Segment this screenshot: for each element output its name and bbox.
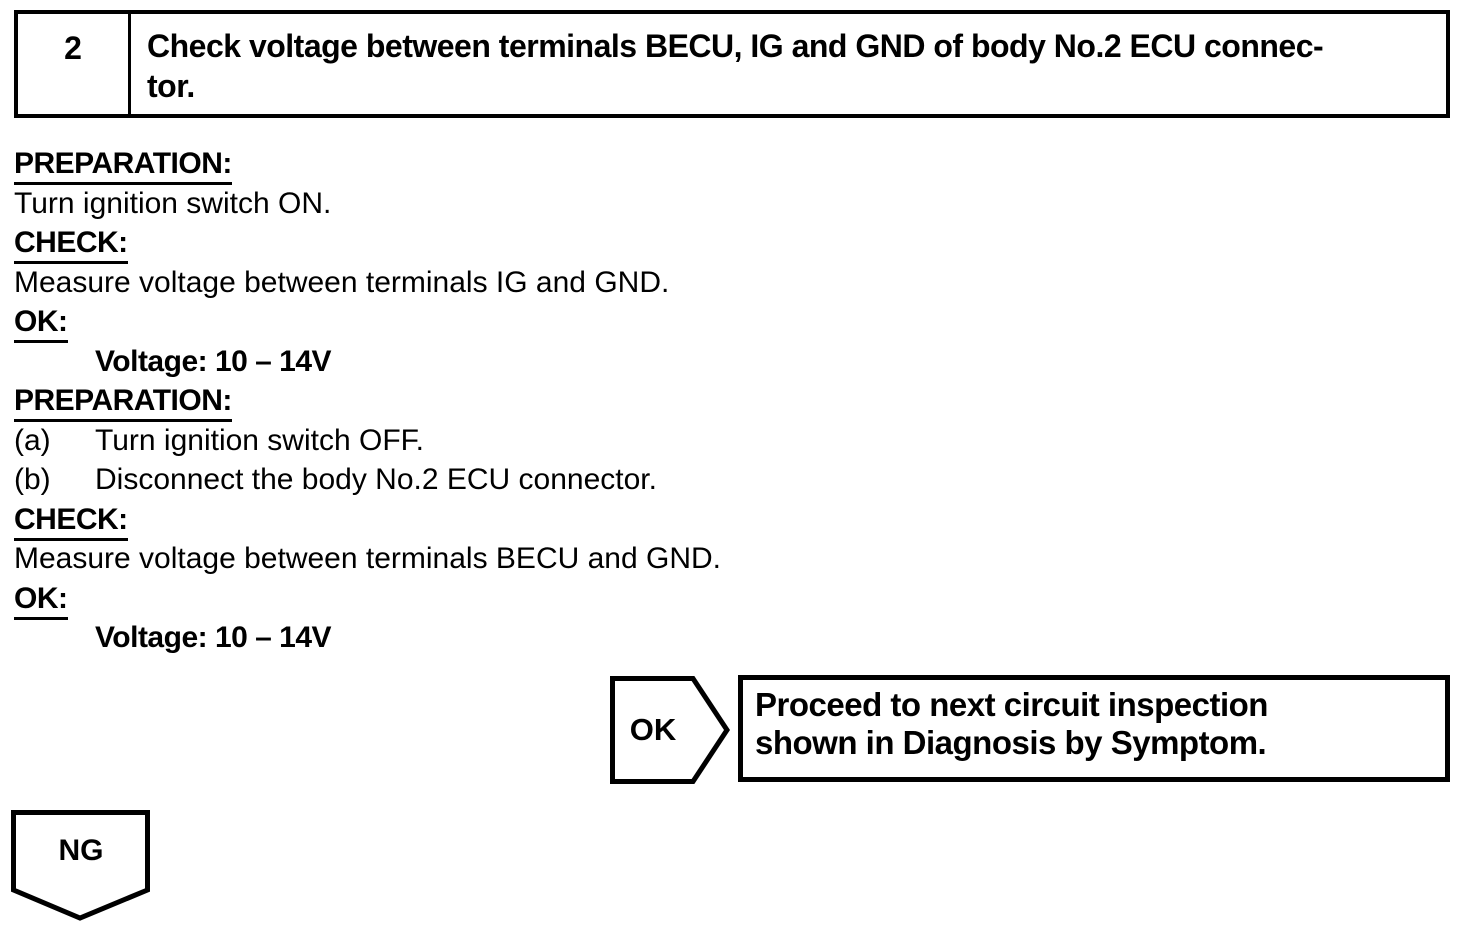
ok-connector: OK xyxy=(610,676,730,784)
step-number: 2 xyxy=(18,14,131,114)
ok-pentagon-right-icon xyxy=(610,676,730,784)
ng-pentagon-down-icon xyxy=(11,810,150,921)
procedure-heading-label: CHECK: xyxy=(14,225,128,264)
ng-connector: NG xyxy=(11,810,151,922)
procedure-heading: OK: xyxy=(14,304,1194,344)
procedure-heading-label: OK: xyxy=(14,581,68,620)
procedure-heading-label: OK: xyxy=(14,304,68,343)
ok-result-box: Proceed to next circuit inspection shown… xyxy=(738,675,1450,782)
procedure-text: Turn ignition switch ON. xyxy=(14,186,332,220)
step-marker: (a) xyxy=(14,423,51,457)
procedure-text: Measure voltage between terminals IG and… xyxy=(14,265,670,299)
step-text: Disconnect the body No.2 ECU connector. xyxy=(95,463,657,496)
procedure-heading: CHECK: xyxy=(14,502,1194,542)
procedure-heading: PREPARATION: xyxy=(14,383,1194,423)
procedure-heading: CHECK: xyxy=(14,225,1194,265)
procedure-step: (a) Turn ignition switch OFF. xyxy=(14,423,1194,463)
procedure-heading-label: CHECK: xyxy=(14,502,128,541)
step-marker: (b) xyxy=(14,463,51,496)
ng-connector-label: NG xyxy=(58,834,104,867)
procedure-heading: OK: xyxy=(14,581,1194,621)
procedure-heading: PREPARATION: xyxy=(14,146,1194,186)
spec-value: Voltage: 10 – 14V xyxy=(95,621,332,654)
step-header-box: 2 Check voltage between terminals BECU, … xyxy=(14,10,1450,118)
procedure-step: (b) Disconnect the body No.2 ECU connect… xyxy=(14,462,1194,502)
procedure-heading-label: PREPARATION: xyxy=(14,383,232,422)
procedure-heading-label: PREPARATION: xyxy=(14,146,232,185)
ok-connector-label: OK xyxy=(629,712,677,747)
spec-value: Voltage: 10 – 14V xyxy=(95,344,332,378)
procedure-text: Measure voltage between terminals BECU a… xyxy=(14,542,721,575)
procedure-block: PREPARATION: Turn ignition switch ON. CH… xyxy=(14,146,1194,660)
step-text: Turn ignition switch OFF. xyxy=(95,423,424,457)
step-title: Check voltage between terminals BECU, IG… xyxy=(147,28,1324,104)
